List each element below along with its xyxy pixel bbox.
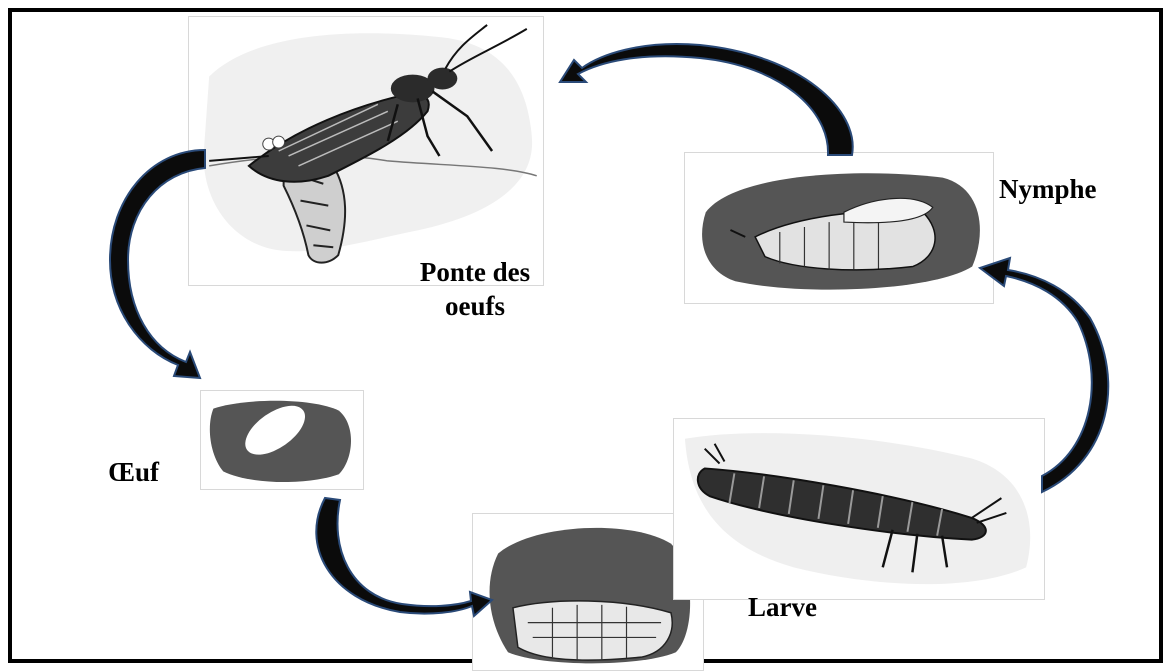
adult-laying-eggs-image	[188, 16, 544, 286]
larva-image	[673, 418, 1045, 600]
egg-image	[200, 390, 364, 490]
label-ponte-line1: Ponte des	[380, 255, 570, 289]
label-ponte-line2: oeufs	[380, 289, 570, 323]
pupa-image	[684, 152, 994, 304]
label-larve: Larve	[748, 590, 817, 624]
label-oeuf: Œuf	[108, 455, 159, 489]
label-nymphe: Nymphe	[999, 172, 1097, 206]
larva-cell-image	[472, 513, 704, 671]
label-ponte-des-oeufs: Ponte des oeufs	[380, 255, 570, 323]
